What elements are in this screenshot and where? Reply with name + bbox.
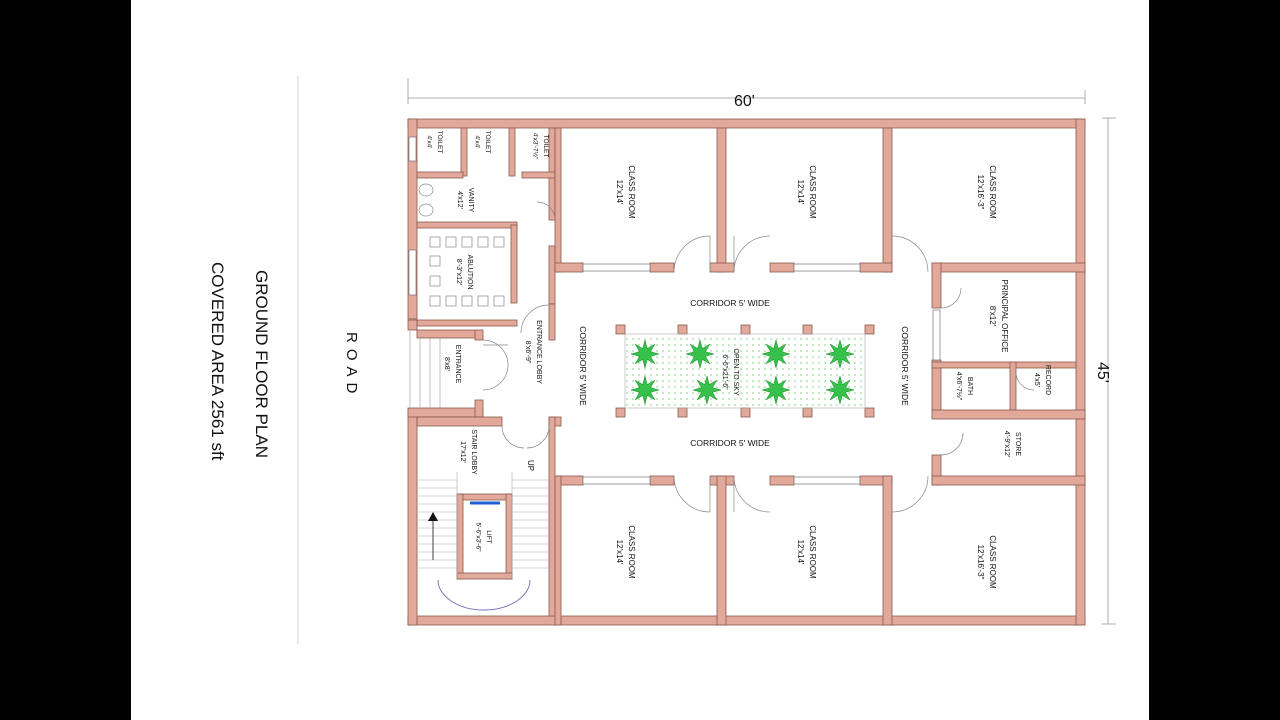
plan-subtitle: COVERED AREA 2561 sft: [208, 262, 227, 461]
room-name: TOILET: [484, 131, 491, 154]
room-size: 5'-6"x3'-6": [475, 522, 482, 552]
width-label: 60': [734, 93, 755, 110]
room-name: BATH: [966, 377, 973, 395]
corridor-right-label: CORRIDOR 5' WIDE: [900, 326, 910, 406]
entrance-steps: [409, 330, 441, 408]
room-size: 8'x8': [443, 357, 450, 371]
room-open-to-sky: OPEN TO SKY 6'-6"x21'-6": [721, 348, 739, 396]
room-stair-lobby: STAIR LOBBY 17'x12': [459, 429, 477, 475]
room-name: CLASS ROOM: [627, 165, 636, 219]
room-size: 4'x3'-7½": [532, 133, 540, 160]
plant-icon: [692, 375, 722, 405]
walls: [407, 118, 1086, 626]
plant-icon: [761, 375, 791, 405]
room-name: VANITY: [467, 188, 474, 213]
room-vanity: VANITY 4'x12': [456, 188, 474, 213]
room-name: STORE: [1014, 432, 1021, 456]
room-size: 8'x6'-9": [524, 341, 531, 364]
corridor-text: CORRIDOR 5' WIDE: [900, 326, 910, 406]
room-size: 12'x14': [615, 180, 624, 205]
room-record: RECORD 4'x5': [1033, 365, 1051, 395]
room-name: STAIR LOBBY: [470, 429, 477, 475]
room-name: PRINCIPAL OFFICE: [1000, 280, 1009, 353]
plant-icon: [825, 375, 855, 405]
stair-curve: [437, 579, 531, 611]
room-size: 4'x4': [474, 136, 481, 149]
title-line-1: GROUND FLOOR PLAN: [252, 270, 271, 458]
room-name: CLASS ROOM: [627, 525, 636, 579]
room-size: 4'x4': [426, 136, 433, 149]
room-size: 6'-6"x21'-6": [721, 354, 728, 390]
road-label-group: ROAD: [343, 332, 360, 399]
room-size: 17'x12': [459, 441, 466, 463]
room-name: CLASS ROOM: [988, 535, 997, 589]
depth-label: 45': [1094, 362, 1111, 383]
corridor-top-label: CORRIDOR 5' WIDE: [690, 298, 770, 308]
open-to-sky-courtyard: [624, 333, 866, 409]
depth-dimension: 45': [1094, 117, 1116, 625]
room-name: CLASS ROOM: [808, 525, 817, 579]
plant-icon: [761, 339, 791, 369]
room-name: CLASS ROOM: [808, 165, 817, 219]
room-size: 12'x14': [796, 540, 805, 565]
courtyard-plants: [630, 339, 855, 405]
door-swings: [482, 201, 1035, 513]
room-name: ENTRANCE LOBBY: [535, 320, 542, 384]
corridor-bottom-label: CORRIDOR 5' WIDE: [690, 438, 770, 448]
corridor-left-label: CORRIDOR 5' WIDE: [578, 326, 588, 406]
plan-title: GROUND FLOOR PLAN: [252, 270, 271, 458]
room-name: RECORD: [1044, 365, 1051, 395]
room-size: 12'x16'-3": [976, 175, 985, 210]
room-size: 12'x14': [796, 180, 805, 205]
room-size: 4'-9"x12': [1003, 431, 1010, 458]
up-text: UP: [526, 460, 535, 471]
room-name: TOILET: [542, 135, 549, 158]
windows: [408, 136, 941, 485]
ablution-fixtures: [418, 183, 505, 307]
width-dimension: 60': [407, 78, 1086, 110]
title-line-2: COVERED AREA 2561 sft: [208, 262, 227, 461]
road-label: ROAD: [343, 332, 360, 399]
plant-icon: [630, 375, 660, 405]
stair-treads: [417, 472, 549, 580]
room-size: 4'x5': [1033, 373, 1040, 387]
room-size: 4'x6'-7½": [955, 372, 963, 401]
room-size: 12'x14': [615, 540, 624, 565]
room-labels: TOILET4'x4'TOILET4'x4'TOILET4'x3'-7½"VAN…: [426, 131, 1052, 589]
plant-icon: [685, 339, 715, 369]
plant-icon: [825, 339, 855, 369]
room-name: ABLUTION: [466, 254, 473, 289]
room-name: TOILET: [436, 131, 443, 154]
room-store: STORE 4'-9"x12': [1003, 431, 1021, 458]
corridor-text: CORRIDOR 5' WIDE: [578, 326, 588, 406]
room-entrance: ENTRANCE 8'x8': [443, 345, 461, 384]
plant-icon: [630, 339, 660, 369]
stair-up-label: UP: [526, 460, 535, 471]
room-name: CLASS ROOM: [988, 165, 997, 219]
room-size: 8'-3"x12': [455, 259, 462, 286]
room-entrance-lobby: ENTRANCE LOBBY 8'x6'-9": [524, 320, 542, 384]
room-size: 4'x12': [456, 191, 463, 209]
room-ablution: ABLUTION 8'-3"x12': [455, 254, 473, 289]
room-name: OPEN TO SKY: [732, 348, 739, 396]
room-name: LIFT: [485, 530, 492, 543]
room-size: 12'x16'-3": [976, 545, 985, 580]
room-name: ENTRANCE: [454, 345, 461, 384]
room-size: 8'x12': [988, 306, 997, 327]
stair-arrow-icon: [428, 512, 438, 521]
